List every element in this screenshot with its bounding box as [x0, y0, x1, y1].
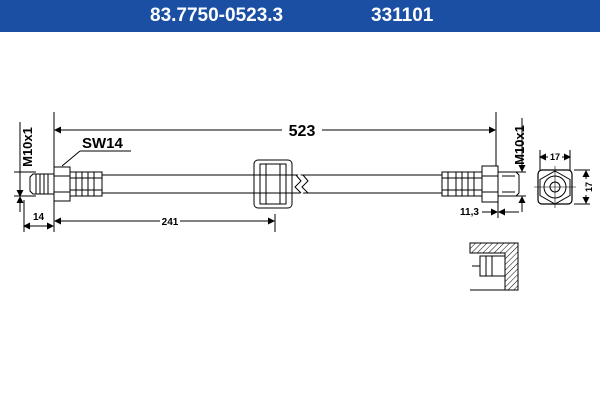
overall-length-dimension: 523	[53, 112, 497, 172]
port-section-view	[469, 242, 519, 291]
hose-body	[101, 173, 443, 195]
hex-height-label: 17	[584, 182, 594, 192]
left-thread-label: M10x1	[20, 127, 35, 167]
right-fitting-length-label: 11,3	[460, 207, 479, 218]
right-fitting	[441, 165, 520, 203]
offset-label: 241	[162, 217, 179, 228]
right-thread-dimension: M10x1	[500, 118, 527, 212]
right-fitting-length-dimension: 11,3	[460, 202, 519, 218]
fitting-dimensions: 14 241	[23, 200, 276, 232]
wrench-size-label: SW14	[82, 135, 124, 152]
right-thread-label: M10x1	[512, 125, 527, 165]
left-thread-dimension: M10x1	[14, 122, 36, 212]
hex-width-label: 17	[550, 152, 560, 162]
hex-end-view: 17 17	[534, 150, 594, 208]
reference-number: 331101	[371, 5, 434, 26]
part-number: 83.7750-0523.3	[150, 5, 284, 26]
length-label: 523	[289, 123, 316, 140]
wrench-size-callout: SW14	[61, 135, 131, 167]
fitting-length-label: 14	[33, 212, 45, 223]
center-grommet	[253, 159, 293, 209]
header-bar: 83.7750-0523.3 331101	[0, 0, 600, 32]
left-fitting	[29, 166, 103, 202]
